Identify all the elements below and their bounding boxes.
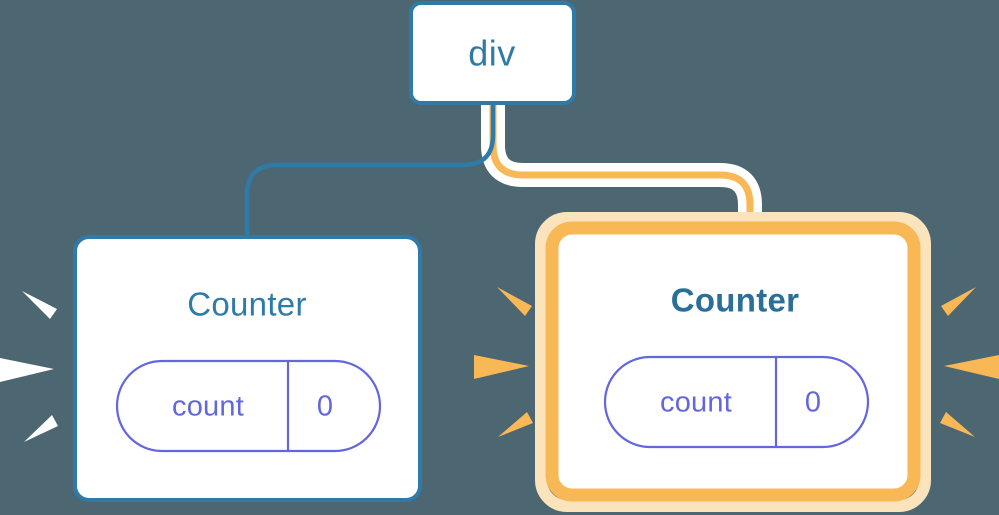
counter-left-state-value: 0 — [317, 391, 333, 423]
sparkle-ray-lower — [498, 412, 533, 437]
div-label: div — [468, 33, 516, 74]
counter-right-state-value: 0 — [805, 387, 821, 419]
edge-right-line — [489, 96, 754, 254]
sparkle-ray-middle — [474, 355, 529, 379]
sparkle-ray-lower — [940, 412, 975, 437]
sparkle-ray-middle — [0, 358, 54, 382]
sparkle-ray-upper — [22, 291, 57, 319]
counter-left-pill-outline — [115, 359, 382, 453]
counter-right-pill-outline — [603, 355, 870, 449]
edge-left-line — [244, 97, 496, 248]
counter-left-state-key: count — [172, 391, 244, 423]
sparkle-ray-middle — [944, 355, 999, 379]
counter-right-glow — [535, 212, 931, 512]
sparkle-ray-lower — [24, 415, 58, 442]
counter-left-state-pill: count 0 — [115, 359, 382, 453]
sparkle-ray-upper — [497, 287, 532, 316]
counter-right-state-key: count — [660, 387, 732, 419]
counter-left-label: Counter — [187, 286, 307, 323]
counter-right-state-pill: count 0 — [603, 355, 870, 449]
edge-root-to-counter-left — [244, 97, 496, 248]
node-div[interactable]: div — [409, 1, 576, 105]
sparkle-left-of-counter-left — [0, 291, 58, 442]
edge-root-to-counter-right — [481, 88, 762, 262]
div-box — [409, 1, 576, 105]
sparkle-ray-upper — [941, 287, 976, 316]
node-counter-right[interactable]: Counter count 0 — [535, 212, 931, 512]
sparkle-right-of-counter-right — [940, 287, 999, 437]
counter-right-label: Counter — [671, 282, 800, 319]
node-counter-left[interactable]: Counter count 0 — [73, 235, 422, 502]
sparkle-left-of-counter-right — [474, 287, 533, 437]
